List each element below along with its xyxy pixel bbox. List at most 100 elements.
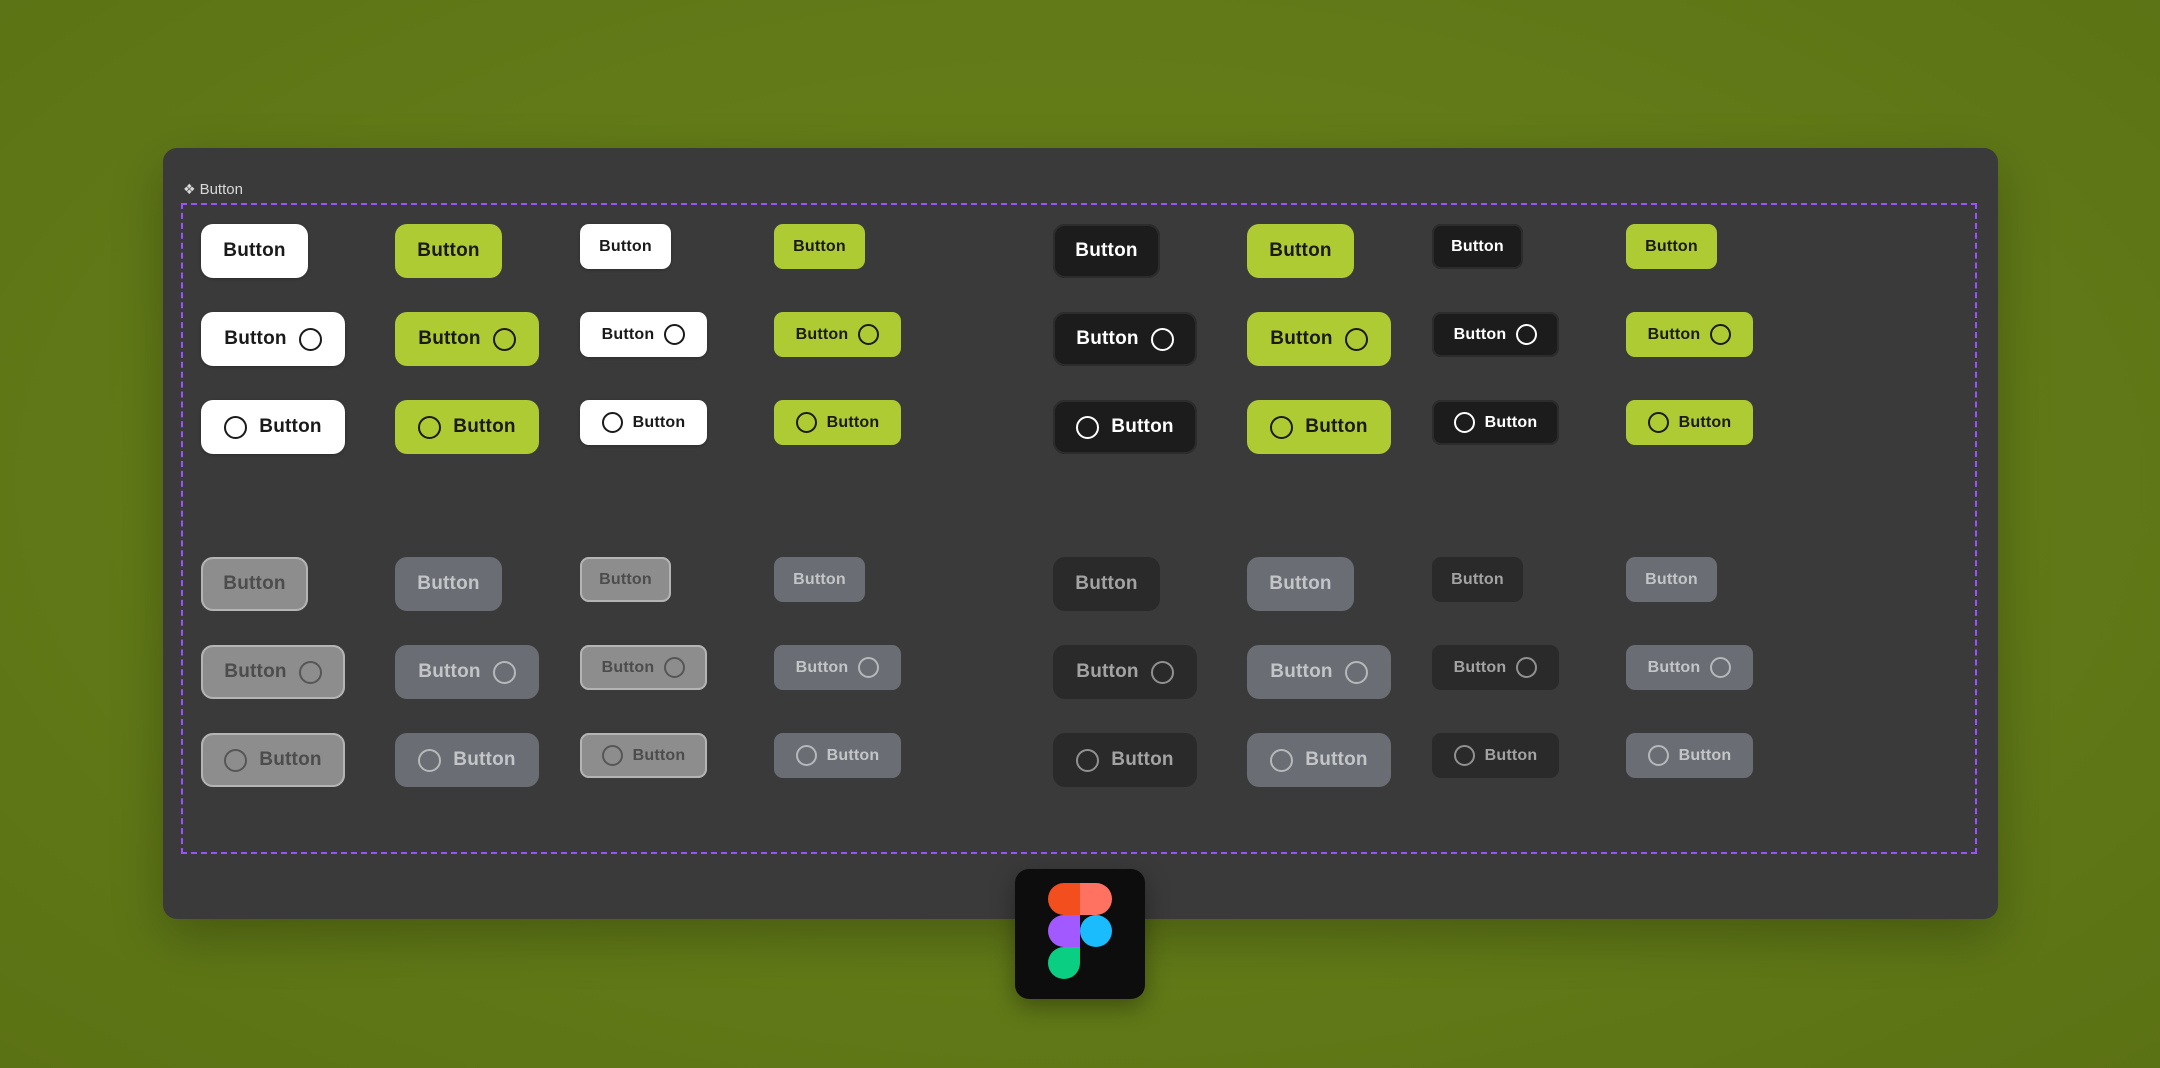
button-label: Button bbox=[224, 328, 287, 349]
button-label: Button bbox=[1075, 573, 1138, 594]
button-label: Button bbox=[259, 749, 322, 770]
button-label: Button bbox=[795, 658, 849, 676]
default-button-white-label-only[interactable]: Button bbox=[580, 224, 671, 269]
default-button-lime-leading-icon-label[interactable]: Button bbox=[1626, 400, 1753, 445]
button-label: Button bbox=[1451, 237, 1504, 255]
circle-icon bbox=[664, 657, 686, 678]
default-button-white-label-only[interactable]: Button bbox=[201, 224, 308, 278]
circle-icon bbox=[492, 327, 516, 351]
component-frame[interactable] bbox=[181, 203, 1977, 854]
disabled-button-dark-leading-icon-label[interactable]: Button bbox=[1432, 733, 1559, 778]
disabled-button-slate-label-only[interactable]: Button bbox=[1626, 557, 1717, 602]
button-label: Button bbox=[599, 570, 652, 588]
frame-label-text: Button bbox=[199, 180, 243, 198]
button-label: Button bbox=[1305, 416, 1368, 437]
default-button-dark-leading-icon-label[interactable]: Button bbox=[1432, 400, 1559, 445]
button-label: Button bbox=[224, 661, 287, 682]
disabled-button-slate-label-trailing-icon[interactable]: Button bbox=[395, 645, 539, 699]
default-button-lime-label-trailing-icon[interactable]: Button bbox=[395, 312, 539, 366]
button-label: Button bbox=[1270, 661, 1333, 682]
default-button-lime-leading-icon-label[interactable]: Button bbox=[395, 400, 539, 454]
circle-icon bbox=[418, 748, 442, 772]
default-button-dark-label-only[interactable]: Button bbox=[1053, 224, 1160, 278]
button-label: Button bbox=[453, 749, 516, 770]
circle-icon bbox=[1344, 327, 1368, 351]
default-button-dark-label-trailing-icon[interactable]: Button bbox=[1432, 312, 1559, 357]
button-label: Button bbox=[1269, 573, 1332, 594]
default-button-lime-label-only[interactable]: Button bbox=[774, 224, 865, 269]
frame-label[interactable]: ❖ Button bbox=[183, 179, 243, 199]
default-button-white-label-trailing-icon[interactable]: Button bbox=[580, 312, 707, 357]
disabled-button-slate-leading-icon-label[interactable]: Button bbox=[1247, 733, 1391, 787]
button-label: Button bbox=[1076, 661, 1139, 682]
disabled-button-slate-label-trailing-icon[interactable]: Button bbox=[774, 645, 901, 690]
circle-icon bbox=[1453, 745, 1475, 766]
default-button-white-leading-icon-label[interactable]: Button bbox=[580, 400, 707, 445]
circle-icon bbox=[1647, 745, 1669, 766]
button-label: Button bbox=[453, 416, 516, 437]
disabled-button-light-label-only[interactable]: Button bbox=[580, 557, 671, 602]
button-label: Button bbox=[1645, 237, 1698, 255]
button-label: Button bbox=[795, 325, 849, 343]
circle-icon bbox=[858, 324, 880, 345]
circle-icon bbox=[601, 412, 623, 433]
circle-icon bbox=[601, 745, 623, 766]
circle-icon bbox=[795, 745, 817, 766]
default-button-lime-leading-icon-label[interactable]: Button bbox=[774, 400, 901, 445]
circle-icon bbox=[664, 324, 686, 345]
default-button-white-label-trailing-icon[interactable]: Button bbox=[201, 312, 345, 366]
circle-icon bbox=[1076, 748, 1100, 772]
button-label: Button bbox=[826, 746, 880, 764]
button-label: Button bbox=[223, 573, 286, 594]
disabled-button-slate-label-only[interactable]: Button bbox=[1247, 557, 1354, 611]
disabled-button-dark-label-trailing-icon[interactable]: Button bbox=[1432, 645, 1559, 690]
button-label: Button bbox=[601, 658, 655, 676]
default-button-dark-leading-icon-label[interactable]: Button bbox=[1053, 400, 1197, 454]
button-label: Button bbox=[418, 328, 481, 349]
button-label: Button bbox=[1305, 749, 1368, 770]
disabled-button-light-leading-icon-label[interactable]: Button bbox=[580, 733, 707, 778]
disabled-button-dark-leading-icon-label[interactable]: Button bbox=[1053, 733, 1197, 787]
disabled-button-slate-label-only[interactable]: Button bbox=[774, 557, 865, 602]
circle-icon bbox=[1344, 660, 1368, 684]
default-button-lime-leading-icon-label[interactable]: Button bbox=[1247, 400, 1391, 454]
disabled-button-dark-label-only[interactable]: Button bbox=[1053, 557, 1160, 611]
circle-icon bbox=[1710, 657, 1732, 678]
figma-logo bbox=[1015, 869, 1145, 999]
default-button-lime-label-trailing-icon[interactable]: Button bbox=[774, 312, 901, 357]
disabled-button-dark-label-trailing-icon[interactable]: Button bbox=[1053, 645, 1197, 699]
disabled-button-light-leading-icon-label[interactable]: Button bbox=[201, 733, 345, 787]
disabled-button-slate-label-trailing-icon[interactable]: Button bbox=[1626, 645, 1753, 690]
disabled-button-slate-leading-icon-label[interactable]: Button bbox=[395, 733, 539, 787]
default-button-lime-label-only[interactable]: Button bbox=[1247, 224, 1354, 278]
button-label: Button bbox=[793, 237, 846, 255]
button-label: Button bbox=[1269, 240, 1332, 261]
button-label: Button bbox=[1645, 570, 1698, 588]
default-button-white-leading-icon-label[interactable]: Button bbox=[201, 400, 345, 454]
default-button-lime-label-trailing-icon[interactable]: Button bbox=[1247, 312, 1391, 366]
disabled-button-light-label-trailing-icon[interactable]: Button bbox=[201, 645, 345, 699]
button-label: Button bbox=[1484, 746, 1538, 764]
default-button-dark-label-only[interactable]: Button bbox=[1432, 224, 1523, 269]
circle-icon bbox=[1076, 415, 1100, 439]
default-button-lime-label-only[interactable]: Button bbox=[1626, 224, 1717, 269]
disabled-button-light-label-only[interactable]: Button bbox=[201, 557, 308, 611]
component-icon: ❖ bbox=[183, 180, 196, 197]
default-button-lime-label-only[interactable]: Button bbox=[395, 224, 502, 278]
disabled-button-slate-leading-icon-label[interactable]: Button bbox=[774, 733, 901, 778]
circle-icon bbox=[1516, 324, 1538, 345]
button-label: Button bbox=[1453, 325, 1507, 343]
disabled-button-slate-label-only[interactable]: Button bbox=[395, 557, 502, 611]
disabled-button-slate-label-trailing-icon[interactable]: Button bbox=[1247, 645, 1391, 699]
default-button-dark-label-trailing-icon[interactable]: Button bbox=[1053, 312, 1197, 366]
disabled-button-dark-label-only[interactable]: Button bbox=[1432, 557, 1523, 602]
circle-icon bbox=[1270, 748, 1294, 772]
button-label: Button bbox=[1453, 658, 1507, 676]
disabled-button-slate-leading-icon-label[interactable]: Button bbox=[1626, 733, 1753, 778]
circle-icon bbox=[492, 660, 516, 684]
disabled-button-light-label-trailing-icon[interactable]: Button bbox=[580, 645, 707, 690]
button-label: Button bbox=[601, 325, 655, 343]
button-label: Button bbox=[1647, 658, 1701, 676]
default-button-lime-label-trailing-icon[interactable]: Button bbox=[1626, 312, 1753, 357]
button-label: Button bbox=[793, 570, 846, 588]
